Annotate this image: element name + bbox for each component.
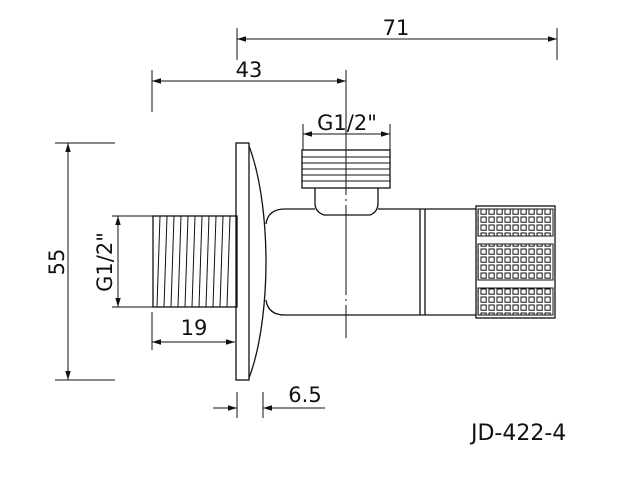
dimension-label-top-thread: G1/2" <box>317 111 377 135</box>
dimension-top-thread: G1/2" <box>302 111 391 150</box>
model-code-label: JD-422-4 <box>469 421 566 446</box>
dimension-overall-length: 71 <box>236 16 558 60</box>
dimension-side-thread: G1/2" <box>93 215 155 308</box>
dimension-flange-thickness: 6.5 <box>213 383 325 418</box>
dimension-label-height: 55 <box>45 249 69 276</box>
dimension-label-center-offset: 43 <box>236 58 263 82</box>
dimension-thread-length: 19 <box>151 312 235 350</box>
dimension-label-thread-length: 19 <box>181 316 208 340</box>
valve-main-body <box>265 208 476 316</box>
dimension-label-flange-thickness: 6.5 <box>288 383 321 407</box>
dimension-center-offset: 43 <box>151 58 347 112</box>
side-thread-inlet <box>152 215 238 308</box>
flange-plate <box>235 142 267 381</box>
knurled-handle <box>475 205 556 319</box>
valve-body <box>152 105 556 381</box>
dimension-label-overall-length: 71 <box>383 16 410 40</box>
dimension-height: 55 <box>45 142 115 381</box>
dimension-label-side-thread: G1/2" <box>93 232 117 292</box>
top-neck <box>314 188 379 216</box>
